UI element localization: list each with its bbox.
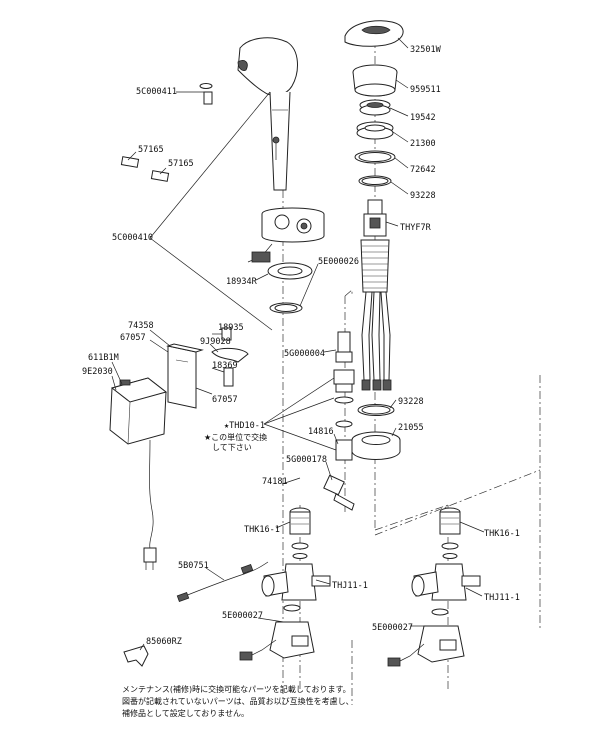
handle-cover [352, 64, 398, 97]
filter-5c000411 [199, 83, 213, 105]
label-611b1m: 611B1M [88, 353, 119, 363]
unit-note-line1: ★この単位で交換 [204, 432, 267, 442]
label-thj11-right: THJ11-1 [484, 593, 520, 603]
check-valve-thk16-left [289, 507, 311, 559]
screws-18935-9j9028-18369 [211, 327, 249, 387]
part-labels: 32501W 959511 19542 21300 72642 93228 TH… [82, 45, 520, 647]
label-32501w: 32501W [410, 45, 442, 55]
fitting-14816 [335, 420, 353, 461]
label-5c000411: 5C000411 [136, 87, 177, 97]
mounting-bracket [166, 343, 204, 409]
label-9e2030: 9E2030 [82, 367, 113, 377]
label-959511: 959511 [410, 85, 441, 95]
spout [237, 37, 298, 191]
label-thk16-left: THK16-1 [244, 525, 280, 535]
label-5b0751: 5B0751 [178, 561, 209, 571]
solenoid-5g000004 [335, 331, 353, 363]
footer-note-line3: 補修品として設定しておりません。 [122, 708, 249, 718]
stop-valve-thj11-left [261, 563, 331, 601]
cartridge-thyf7r [363, 199, 387, 237]
o-ring-93228-top [358, 175, 392, 187]
spout-base-plate [261, 207, 325, 243]
sensor-lead [247, 243, 273, 263]
label-67057-b: 67057 [212, 395, 238, 405]
check-valve-thk16-right [439, 507, 461, 559]
lock-nut-21055 [351, 431, 401, 460]
o-ring-93228-lower [357, 404, 395, 416]
label-93228-top: 93228 [410, 191, 436, 201]
gasket-5e000026 [269, 302, 303, 314]
handle-lever [344, 20, 404, 47]
label-14816: 14816 [308, 427, 334, 437]
label-5c000410: 5C000410 [112, 233, 153, 243]
elbow-5e000027-left [239, 604, 315, 661]
label-18369: 18369 [212, 361, 238, 371]
label-5g000004: 5G000004 [284, 349, 325, 359]
threaded-body [360, 239, 390, 293]
label-74358: 74358 [128, 321, 154, 331]
mounting-ring-18934r [267, 262, 313, 280]
label-85060rz: 85060RZ [146, 637, 182, 647]
ring-19542 [359, 99, 391, 116]
label-9j9028: 9J9028 [200, 337, 231, 347]
elbow-5e000027-right [387, 608, 465, 667]
unit-exchange-note: ★この単位で交換 して下さい [204, 432, 267, 452]
label-thk16-right: THK16-1 [484, 529, 520, 539]
tool-85060rz [123, 645, 149, 667]
control-unit-9e2030 [109, 377, 168, 445]
connector-5g000178 [323, 474, 355, 511]
label-57165-a: 57165 [138, 145, 164, 155]
label-thyf7r: THYF7R [400, 223, 432, 233]
label-5e000027-left: 5E000027 [222, 611, 263, 621]
label-thd10-1: ★THD10-1 [224, 421, 265, 431]
leader-lines [111, 37, 485, 651]
cable-5b0751 [176, 561, 269, 603]
supply-hoses [361, 291, 392, 391]
label-5e000027-right: 5E000027 [372, 623, 413, 633]
label-18934r: 18934R [226, 277, 258, 287]
label-19542: 19542 [410, 113, 436, 123]
power-cord [143, 439, 157, 570]
label-18935: 18935 [218, 323, 244, 333]
footer-note-line2: 図番が記載されていないパーツは、品質お以び互換性を考慮し、 [122, 696, 354, 706]
label-5g000178: 5G000178 [286, 455, 327, 465]
unit-note-line2: して下さい [212, 443, 252, 452]
footer-note: メンテナンス(補修)時に交換可能なパーツを記載しております。 図番が記載されてい… [122, 684, 354, 718]
label-57165-b: 57165 [168, 159, 194, 169]
label-74181: 74181 [262, 477, 288, 487]
label-72642: 72642 [410, 165, 436, 175]
footer-note-line1: メンテナンス(補修)時に交換可能なパーツを記載しております。 [122, 684, 351, 694]
label-5e000026: 5E000026 [318, 257, 359, 267]
label-93228-lower: 93228 [398, 397, 424, 407]
clip-57165-b [150, 170, 170, 182]
washer-72642 [354, 150, 396, 164]
label-21055: 21055 [398, 423, 424, 433]
label-thj11-left: THJ11-1 [332, 581, 368, 591]
ring-21300 [356, 121, 394, 140]
label-67057-a: 67057 [120, 333, 146, 343]
valve-body-thd10 [333, 369, 355, 404]
stop-valve-thj11-right [411, 563, 481, 601]
label-21300: 21300 [410, 139, 436, 149]
clip-57165-a [120, 156, 140, 168]
